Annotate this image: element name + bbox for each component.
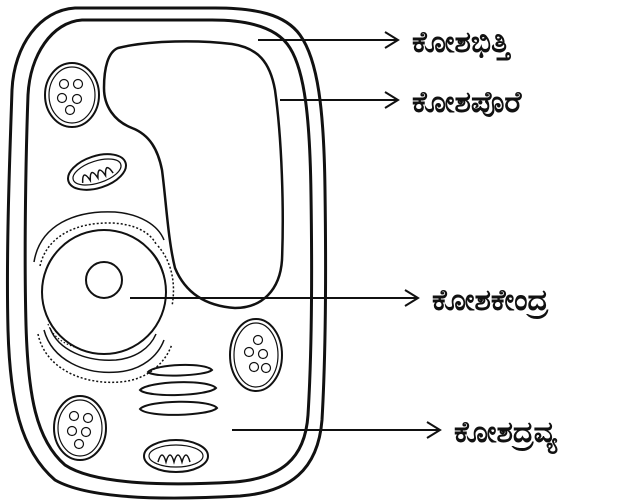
mitochondrion-bottom — [144, 440, 208, 472]
label-cell-membrane: ಕೋಶಪೊರೆ — [412, 85, 522, 120]
label-cytoplasm: ಕೋಶದ್ರವ್ಯ — [454, 415, 558, 455]
chloroplast-top — [45, 63, 99, 127]
nucleus — [42, 230, 166, 354]
chloroplast-bottom — [54, 396, 106, 460]
label-cell-wall: ಕೋಶಭಿತ್ತಿ — [412, 25, 511, 61]
pointer-arrows — [130, 32, 440, 438]
golgi-apparatus — [140, 365, 217, 415]
mitochondrion-top — [64, 148, 131, 197]
label-nucleus: ಕೋಶಕೇಂದ್ರ — [432, 283, 549, 320]
chloroplast-right — [230, 319, 282, 391]
